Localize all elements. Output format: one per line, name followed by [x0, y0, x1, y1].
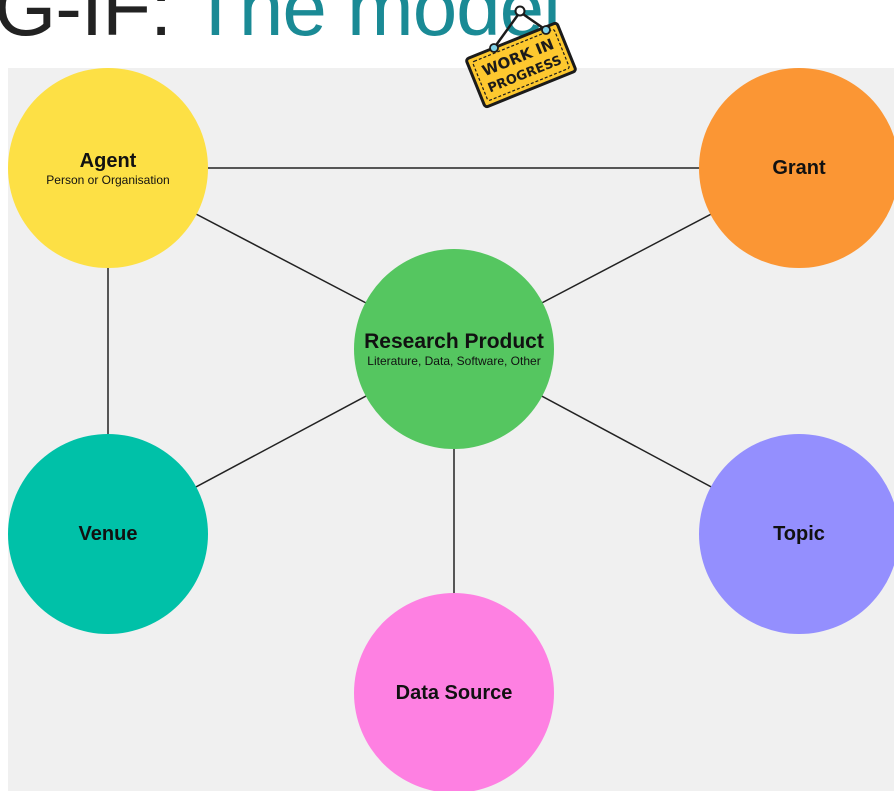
node-grant[interactable]: Grant [699, 68, 894, 268]
node-research-product[interactable]: Research Product Literature, Data, Softw… [354, 249, 554, 449]
title-accent: The model [190, 0, 561, 52]
node-data-source[interactable]: Data Source [354, 593, 554, 791]
node-venue-title: Venue [78, 523, 138, 545]
node-data-source-title: Data Source [395, 682, 513, 704]
node-grant-title: Grant [772, 157, 826, 179]
node-agent-subtitle: Person or Organisation [46, 172, 170, 187]
node-venue[interactable]: Venue [8, 434, 208, 634]
node-topic[interactable]: Topic [699, 434, 894, 634]
node-agent-title: Agent [79, 149, 137, 172]
node-research-product-title: Research Product [364, 329, 544, 353]
title-prefix: G-IF: [0, 0, 191, 52]
work-in-progress-sign-icon: WORK IN PROGRESS [465, 5, 577, 109]
node-topic-title: Topic [773, 523, 825, 545]
node-agent[interactable]: Agent Person or Organisation [8, 68, 208, 268]
page-title: G-IF: The model [0, 0, 561, 54]
node-research-product-subtitle: Literature, Data, Software, Other [367, 353, 541, 368]
